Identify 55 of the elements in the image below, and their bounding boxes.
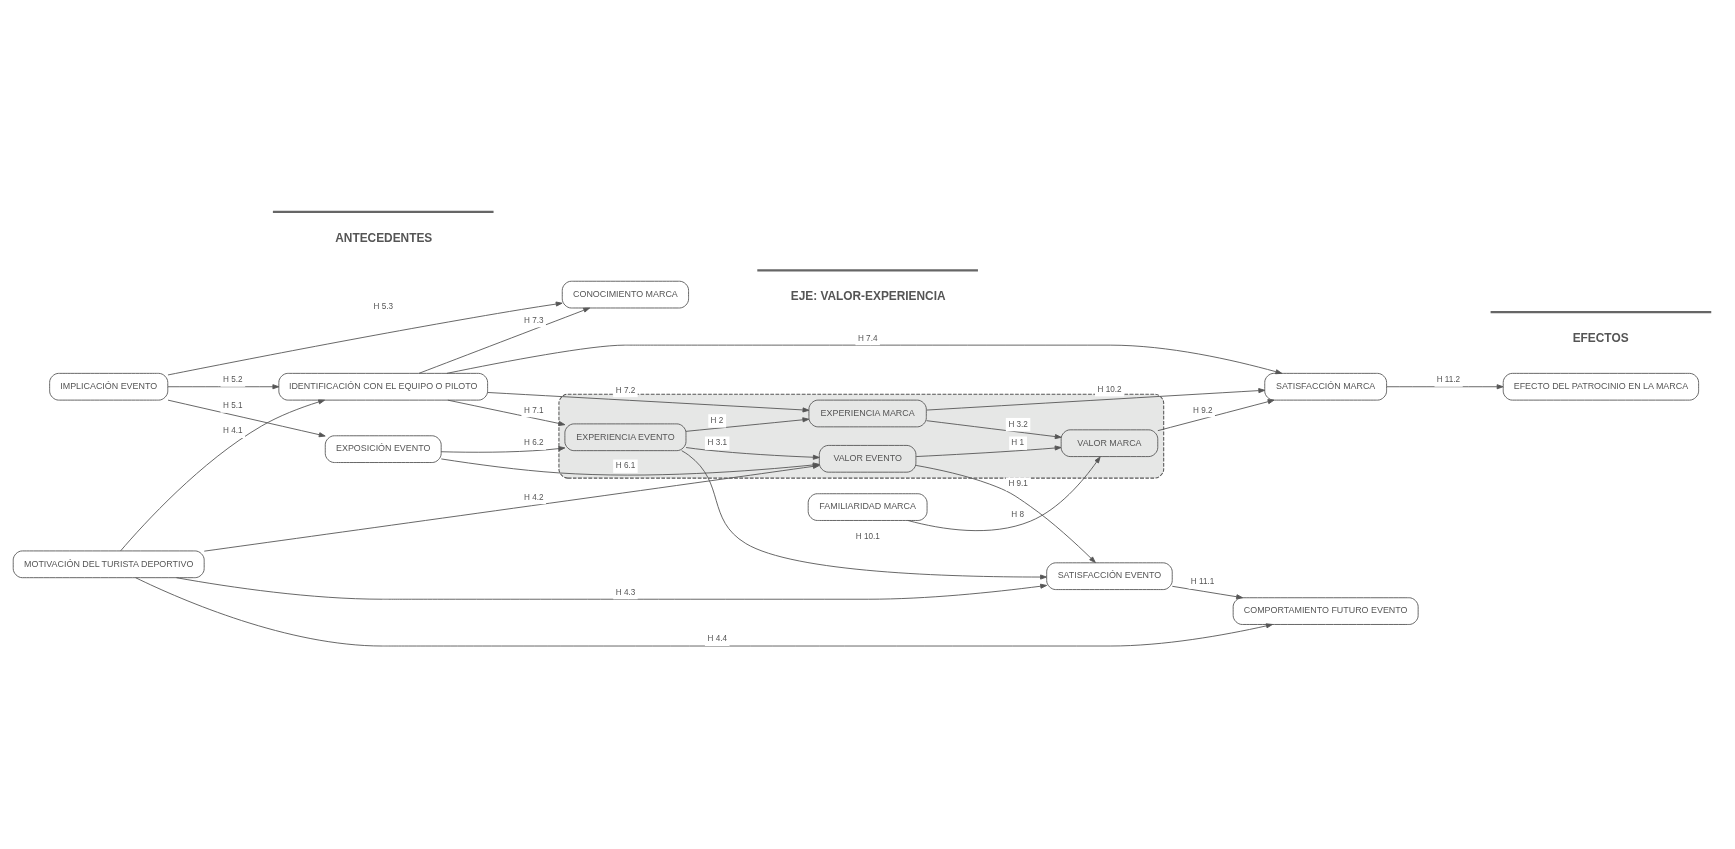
node-box: EXPERIENCIA MARCA bbox=[808, 399, 927, 427]
edge-label: H 4.3 bbox=[615, 587, 635, 597]
edge-label: H 7.4 bbox=[857, 333, 877, 343]
node-box: CONOCIMIENTO MARCA bbox=[561, 280, 689, 308]
label: ANTECEDENTES bbox=[334, 230, 432, 245]
node-box: VALOR MARCA bbox=[1060, 428, 1158, 457]
node-box: FAMILIARIDAD MARCA bbox=[807, 492, 927, 521]
edge-label: H 4.4 bbox=[707, 633, 727, 643]
node-box: EXPERIENCIA EVENTO bbox=[563, 422, 686, 451]
arrow bbox=[915, 464, 1096, 563]
arrow bbox=[1156, 398, 1274, 431]
edge-label: H 11.2 bbox=[1436, 374, 1460, 384]
arrow bbox=[1171, 585, 1243, 599]
edge-label: H 3.2 bbox=[1007, 419, 1028, 429]
node-box: EXPOSICIÓN EVENTO bbox=[324, 434, 442, 463]
edge-label: H 10.2 bbox=[1097, 384, 1122, 394]
node-box: IDENTIFICACIÓN CON EL EQUIPO O PILOTO bbox=[277, 372, 488, 401]
label: EFECTOS bbox=[1572, 330, 1629, 345]
arrow bbox=[486, 391, 809, 412]
arrow bbox=[685, 416, 809, 432]
node-box: MOTIVACIÓN DEL TURISTA DEPORTIVO bbox=[12, 550, 205, 578]
edge-label: H 8 bbox=[1010, 509, 1024, 519]
edge-label: H 1 bbox=[1010, 437, 1024, 447]
node-box: IMPLICACIÓN EVENTO bbox=[48, 372, 168, 401]
edge-label: H 11.1 bbox=[1190, 576, 1214, 586]
edge-label: H 5.2 bbox=[222, 374, 243, 384]
edge-label: H 4.2 bbox=[523, 492, 544, 502]
arrow bbox=[906, 455, 1101, 531]
arrow bbox=[925, 387, 1265, 411]
node-box: SATISFACCIÓN EVENTO bbox=[1045, 561, 1173, 590]
edge-label: H 6.2 bbox=[523, 437, 544, 447]
node-box: COMPORTAMIENTO FUTURO EVENTO bbox=[1232, 596, 1419, 625]
edge-label: H 9.1 bbox=[1007, 478, 1028, 488]
node-box: SATISFACCIÓN MARCA bbox=[1263, 372, 1387, 401]
arrow bbox=[680, 449, 1047, 580]
node-box: EFECTO DEL PATROCINIO EN LA MARCA bbox=[1502, 372, 1699, 401]
arrow bbox=[446, 344, 1282, 374]
node-box: VALOR EVENTO bbox=[818, 444, 916, 473]
edge-label: H 4.1 bbox=[222, 425, 243, 435]
edge-label: H 7.3 bbox=[523, 315, 544, 325]
arrow bbox=[446, 399, 565, 426]
edge-label: H 3.1 bbox=[707, 437, 727, 447]
edge-label: H 2 bbox=[709, 415, 723, 425]
edge-label: H 5.1 bbox=[222, 400, 243, 410]
arrow bbox=[915, 444, 1061, 457]
edge-label: H 9.2 bbox=[1192, 405, 1213, 415]
edge-label: H 6.1 bbox=[615, 460, 635, 470]
arrow bbox=[418, 307, 590, 374]
arrow bbox=[685, 446, 820, 460]
edge-label: H 10.1 bbox=[855, 531, 880, 541]
arrow bbox=[440, 445, 565, 453]
edge-label: H 7.2 bbox=[615, 385, 635, 395]
edge-label: H 7.1 bbox=[523, 405, 544, 415]
edge-label: H 5.3 bbox=[373, 301, 393, 311]
label: EJE: VALOR-EXPERIENCIA bbox=[790, 288, 946, 303]
